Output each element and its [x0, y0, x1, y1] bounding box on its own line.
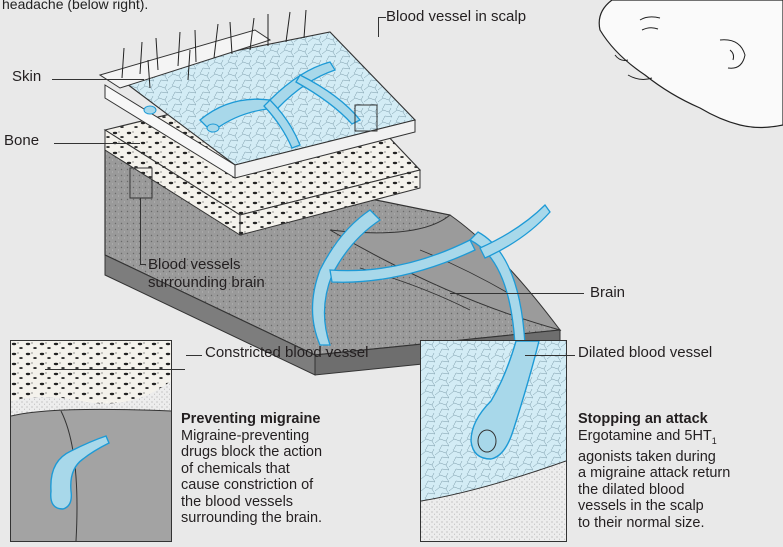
leader-dilated	[525, 355, 575, 356]
label-skin: Skin	[12, 68, 41, 86]
leader-scalp-vessel	[378, 17, 379, 37]
face-illustration	[599, 0, 783, 128]
caption-preventing-body: Migraine-preventing drugs block the acti…	[181, 428, 381, 527]
caption-stopping-line1: Ergotamine and 5HT	[578, 428, 712, 444]
label-dilated: Dilated blood vessel	[578, 344, 712, 362]
inset-dilated-vessel	[420, 340, 567, 542]
label-surrounding-vessels-2: surrounding brain	[148, 274, 265, 292]
label-bone: Bone	[4, 132, 39, 150]
caption-stopping-body: agonists taken during a migraine attack …	[578, 449, 783, 532]
caption-stopping-heading: Stopping an attack	[578, 411, 783, 428]
caption-stopping: Stopping an attack Ergotamine and 5HT1 a…	[578, 411, 783, 531]
leader-constricted-h	[186, 355, 202, 356]
inset-constricted-vessel	[10, 340, 172, 542]
caption-stopping-subscript: 1	[712, 435, 717, 445]
caption-preventing-heading: Preventing migraine	[181, 411, 381, 428]
label-scalp-vessel: Blood vessel in scalp	[386, 8, 526, 26]
caption-preventing: Preventing migraine Migraine-preventing …	[181, 411, 381, 527]
leader-scalp-vessel-h	[378, 17, 386, 18]
leader-skin	[52, 79, 144, 80]
leader-surrounding-vessels	[140, 198, 141, 264]
label-brain: Brain	[590, 284, 625, 302]
leader-constricted	[45, 369, 185, 370]
inset-dilated-art	[421, 341, 566, 541]
leader-surrounding-vessels-h	[140, 264, 146, 265]
inset-constricted-art	[11, 341, 171, 541]
label-surrounding-vessels-1: Blood vessels	[148, 256, 241, 274]
leader-brain	[450, 293, 584, 294]
leader-bone	[54, 143, 140, 144]
label-constricted: Constricted blood vessel	[205, 344, 368, 362]
